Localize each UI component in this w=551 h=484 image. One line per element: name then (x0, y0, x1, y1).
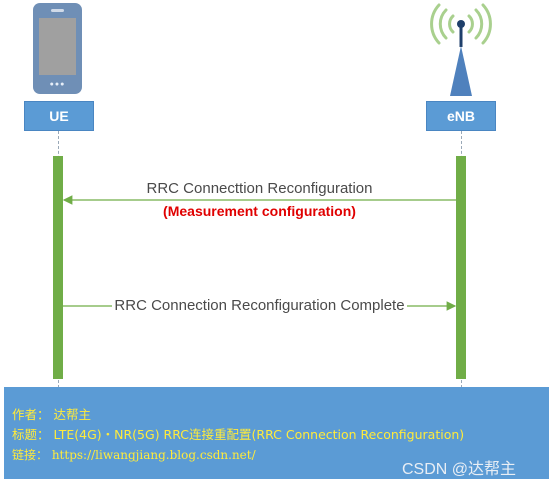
message-1-label: RRC Connecttion Reconfiguration (144, 180, 375, 197)
message-1-sublabel: (Measurement configuration) (163, 203, 356, 219)
footer-link[interactable]: 链接： https://liwangjiang.blog.csdn.net/ (12, 448, 256, 462)
ue-participant-box: UE (24, 101, 94, 131)
footer-title: 标题： LTE(4G)・NR(5G) RRC连接重配置(RRC Connecti… (12, 427, 465, 442)
enb-activation-bar (456, 156, 466, 379)
antenna-tower-icon (430, 3, 492, 96)
footer-author: 作者： 达帮主 (12, 407, 91, 422)
ue-activation-bar (53, 156, 63, 379)
footer-banner: 作者： 达帮主 标题： LTE(4G)・NR(5G) RRC连接重配置(RRC … (4, 387, 549, 479)
mobile-phone-icon: ●●● (33, 3, 82, 94)
watermark: CSDN @达帮主 (402, 461, 517, 478)
enb-participant-box: eNB (426, 101, 496, 131)
message-2-label: RRC Connection Reconfiguration Complete (112, 297, 407, 314)
